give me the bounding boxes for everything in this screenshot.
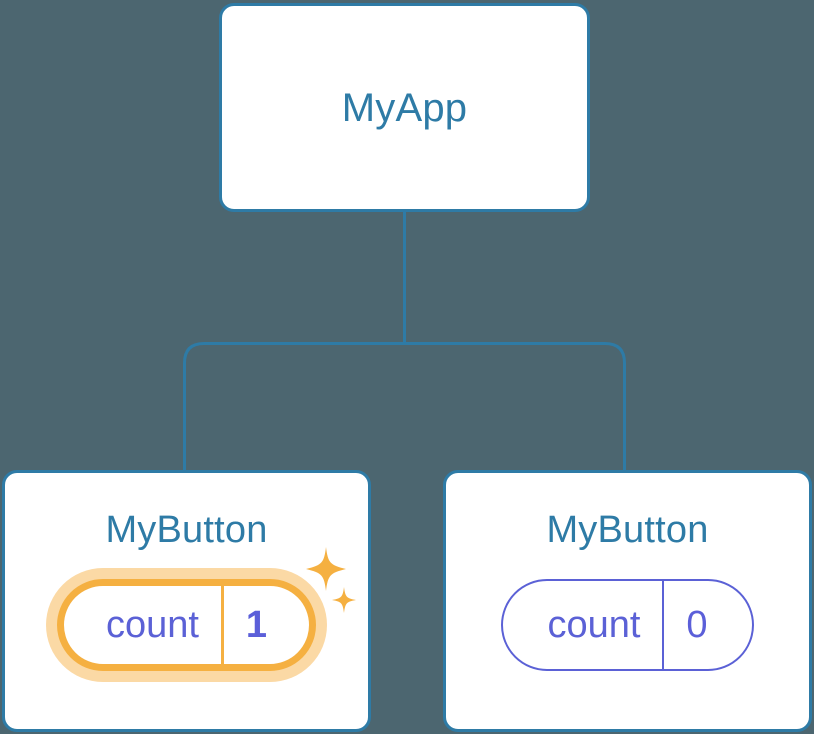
state-pill-right-value: 0 <box>662 581 751 669</box>
state-pill-right-key: count <box>547 604 641 646</box>
state-pill-right[interactable]: count 0 <box>501 579 754 671</box>
state-pill-left-key: count <box>105 604 199 646</box>
state-pill-left-value: 1 <box>220 586 309 664</box>
node-myapp[interactable]: MyApp <box>219 3 590 212</box>
state-pill-right-wrap: count 0 <box>501 579 754 671</box>
node-myapp-title: MyApp <box>341 85 468 130</box>
state-pill-left-wrap: count 1 <box>45 547 357 682</box>
node-mybutton-left-title: MyButton <box>105 509 268 551</box>
sparkles-group <box>300 543 360 623</box>
node-mybutton-right[interactable]: MyButton count 0 <box>443 470 812 732</box>
connector-branch-bar <box>183 342 626 470</box>
node-mybutton-left[interactable]: MyButton count 1 <box>2 470 371 732</box>
sparkle-large-icon <box>306 547 347 591</box>
sparkle-small-icon <box>332 587 357 613</box>
node-mybutton-right-title: MyButton <box>546 509 709 551</box>
state-pill-left[interactable]: count 1 <box>56 579 317 671</box>
